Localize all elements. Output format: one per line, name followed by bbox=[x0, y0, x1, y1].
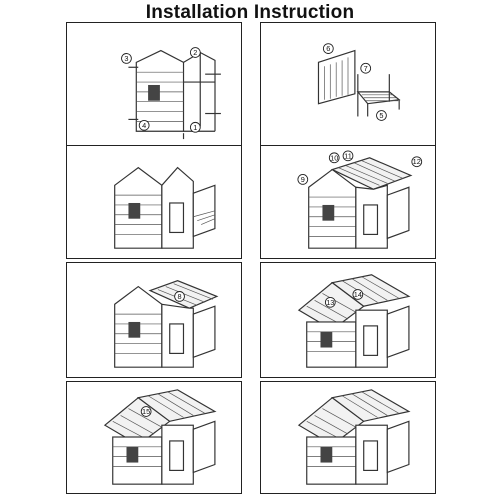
svg-text:8: 8 bbox=[178, 292, 182, 301]
callout-2: 2 bbox=[189, 47, 201, 58]
callout-8: 8 bbox=[174, 291, 185, 302]
callout-6: 6 bbox=[322, 43, 334, 54]
page-title: Installation Instruction bbox=[145, 2, 355, 23]
step-1-drawing: 3 2 4 1 bbox=[121, 47, 221, 140]
step-7-drawing: 15 bbox=[103, 389, 217, 485]
step-7-panel: 15 bbox=[66, 381, 242, 494]
svg-text:7: 7 bbox=[364, 64, 368, 73]
step-3-panel bbox=[66, 145, 242, 259]
step-6-panel: 13 14 bbox=[260, 262, 436, 378]
svg-text:3: 3 bbox=[124, 54, 128, 63]
svg-text:6: 6 bbox=[326, 44, 330, 53]
callout-7: 7 bbox=[360, 62, 372, 74]
svg-text:14: 14 bbox=[354, 290, 362, 299]
callout-3: 3 bbox=[121, 53, 132, 64]
step-8-drawing bbox=[297, 389, 411, 485]
step-5-panel: 8 bbox=[66, 262, 242, 378]
step-2-drawing: 6 7 5 bbox=[317, 43, 401, 121]
step-8-panel bbox=[260, 381, 436, 494]
step-4-panel: 9 10 11 12 bbox=[260, 145, 436, 259]
callout-15: 15 bbox=[140, 406, 152, 417]
svg-text:10: 10 bbox=[330, 153, 338, 162]
svg-text:4: 4 bbox=[142, 121, 146, 130]
callout-12: 12 bbox=[411, 156, 423, 168]
step-4-drawing: 9 10 11 12 bbox=[297, 150, 423, 249]
step-5-drawing: 8 bbox=[114, 280, 219, 368]
svg-text:12: 12 bbox=[413, 157, 421, 166]
svg-text:13: 13 bbox=[326, 298, 334, 307]
callout-11: 11 bbox=[342, 150, 354, 162]
step-1-panel: 3 2 4 1 bbox=[66, 22, 242, 146]
callout-1: 1 bbox=[189, 121, 201, 133]
svg-text:1: 1 bbox=[193, 123, 197, 132]
step-2-panel: 6 7 5 bbox=[260, 22, 436, 146]
callout-14: 14 bbox=[352, 289, 364, 300]
callout-13: 13 bbox=[324, 296, 336, 308]
callout-4: 4 bbox=[138, 119, 150, 131]
svg-text:11: 11 bbox=[344, 151, 352, 160]
svg-text:5: 5 bbox=[379, 111, 383, 120]
callout-5: 5 bbox=[376, 110, 387, 121]
svg-text:15: 15 bbox=[142, 407, 150, 416]
callout-10: 10 bbox=[328, 152, 340, 164]
svg-text:9: 9 bbox=[301, 175, 305, 184]
step-3-drawing bbox=[114, 166, 216, 249]
svg-text:2: 2 bbox=[193, 48, 197, 57]
step-6-drawing: 13 14 bbox=[297, 274, 411, 368]
callout-9: 9 bbox=[297, 174, 309, 185]
